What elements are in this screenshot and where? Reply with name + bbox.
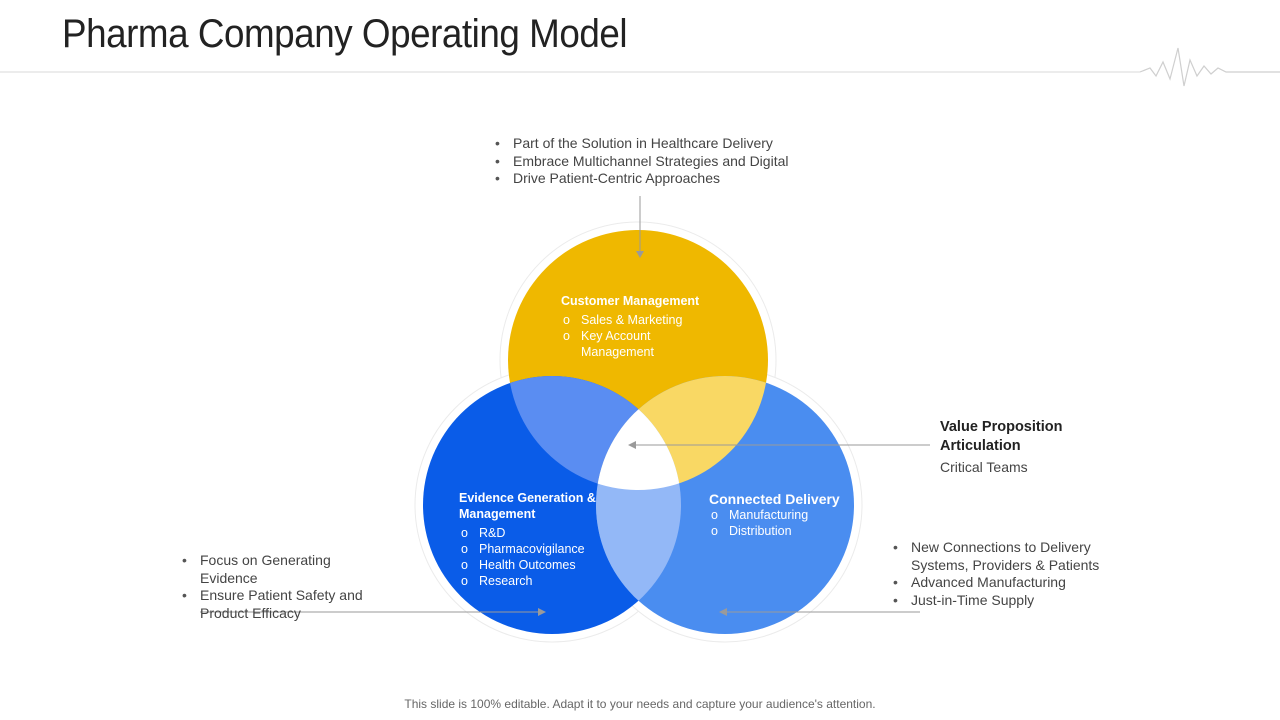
list-item: Key Account Management: [561, 328, 671, 360]
list-item: Manufacturing: [709, 507, 849, 523]
list-item: Health Outcomes: [459, 557, 599, 573]
top-connector-arrow: [636, 196, 644, 258]
connected-delivery-text: Connected Delivery Manufacturing Distrib…: [709, 491, 849, 539]
list-item: Sales & Marketing: [561, 312, 721, 328]
list-item: Focus on Generating Evidence: [182, 552, 392, 587]
heartbeat-line-icon: [1139, 47, 1280, 87]
value-proposition-title: Value Proposition Articulation: [940, 419, 1063, 454]
right-bullet-list: New Connections to Delivery Systems, Pro…: [893, 539, 1103, 609]
customer-management-heading: Customer Management: [561, 294, 700, 308]
list-item: New Connections to Delivery Systems, Pro…: [893, 539, 1103, 574]
list-item: Just-in-Time Supply: [893, 592, 1103, 610]
center-overlap: [596, 376, 681, 490]
list-item: Pharmacovigilance: [459, 541, 599, 557]
right-connector-arrow: [719, 608, 920, 616]
list-item: Ensure Patient Safety and Product Effica…: [182, 587, 365, 622]
value-proposition-subtitle: Critical Teams: [940, 459, 1028, 475]
header-divider: [0, 47, 1280, 87]
list-item: Advanced Manufacturing: [893, 574, 1103, 592]
page-title: Pharma Company Operating Model: [62, 12, 628, 56]
value-proposition-connector-arrow: [628, 441, 930, 449]
evidence-generation-heading: Evidence Generation & Management: [459, 491, 596, 521]
list-item: Distribution: [709, 523, 849, 539]
list-item: Drive Patient-Centric Approaches: [495, 170, 815, 188]
customer-management-text: Customer Management Sales & Marketing Ke…: [561, 293, 721, 360]
list-item: R&D: [459, 525, 599, 541]
list-item: Embrace Multichannel Strategies and Digi…: [495, 153, 815, 171]
connected-delivery-heading: Connected Delivery: [709, 491, 840, 507]
list-item: Part of the Solution in Healthcare Deliv…: [495, 135, 815, 153]
footer-note: This slide is 100% editable. Adapt it to…: [404, 697, 876, 711]
list-item: Research: [459, 573, 599, 589]
top-bullet-list: Part of the Solution in Healthcare Deliv…: [495, 135, 815, 188]
left-bullet-list: Focus on Generating Evidence Ensure Pati…: [182, 552, 392, 622]
evidence-generation-text: Evidence Generation & Management R&D Pha…: [459, 490, 599, 589]
